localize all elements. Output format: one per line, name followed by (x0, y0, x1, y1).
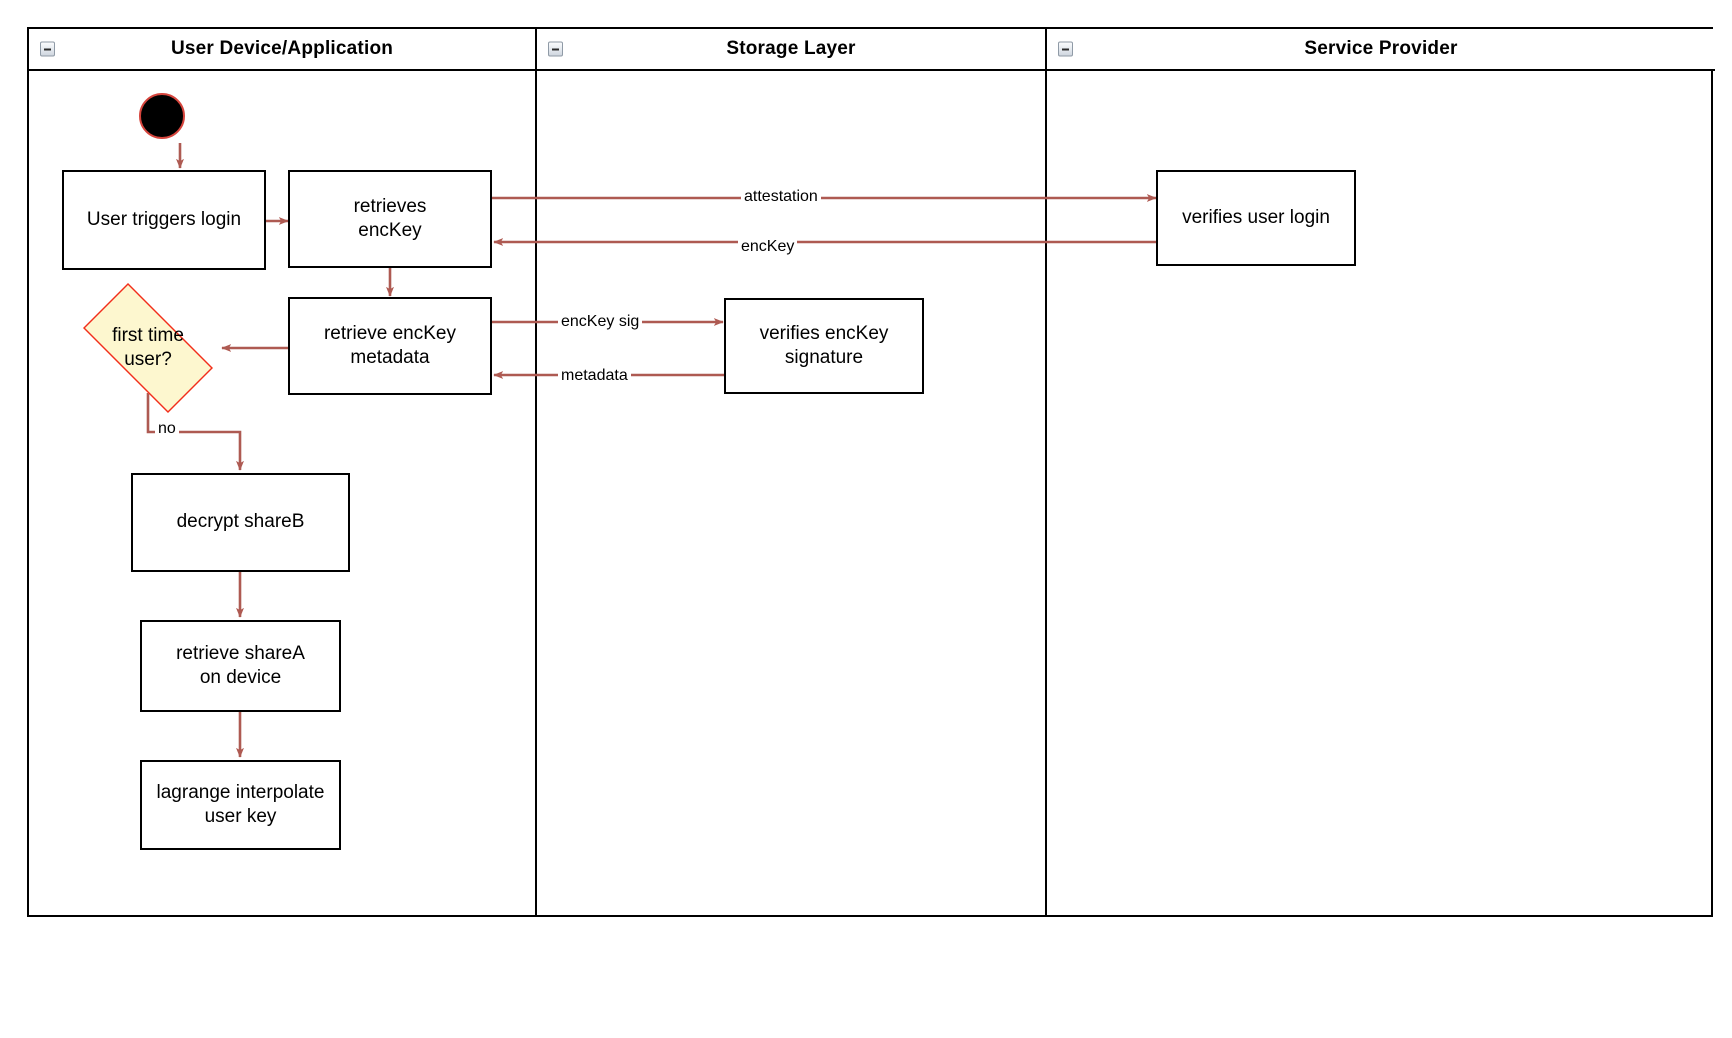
node-verifies-enckey-signature[interactable]: verifies encKey signature (724, 298, 924, 394)
swimlane-header-storage-layer[interactable]: Storage Layer (537, 29, 1045, 71)
swimlane-title-service-provider: Service Provider (1304, 38, 1458, 59)
edge-label-no: no (155, 421, 179, 437)
edge-label-metadata: metadata (558, 368, 631, 384)
swimlane-storage-layer[interactable]: Storage Layer (535, 29, 1045, 915)
collapse-minus-icon[interactable] (40, 41, 55, 57)
swimlane-user-device[interactable]: User Device/Application (29, 29, 535, 915)
edge-label-enckey-sig: encKey sig (558, 314, 643, 330)
node-user-triggers-login[interactable]: User triggers login (62, 170, 266, 270)
swimlane-header-service-provider[interactable]: Service Provider (1047, 29, 1715, 71)
decision-label: first time user? (112, 325, 184, 370)
start-node[interactable] (139, 93, 185, 139)
node-decrypt-shareb[interactable]: decrypt shareB (131, 473, 350, 572)
swimlane-title-user-device: User Device/Application (170, 38, 394, 59)
swimlane-service-provider[interactable]: Service Provider (1045, 29, 1715, 915)
swimlane-title-storage-layer: Storage Layer (726, 38, 856, 59)
node-verifies-user-login[interactable]: verifies user login (1156, 170, 1356, 266)
node-first-time-user[interactable]: first time user? (63, 283, 233, 413)
node-retrieve-enckey-metadata[interactable]: retrieve encKey metadata (288, 297, 492, 395)
node-lagrange-interpolate-user-key[interactable]: lagrange interpolate user key (140, 760, 341, 850)
node-retrieves-enckey[interactable]: retrieves encKey (288, 170, 492, 268)
node-retrieve-sharea-on-device[interactable]: retrieve shareA on device (140, 620, 341, 712)
collapse-minus-icon[interactable] (548, 41, 563, 57)
swimlane-header-user-device[interactable]: User Device/Application (29, 29, 535, 71)
edge-label-enckey: encKey (738, 239, 798, 255)
collapse-minus-icon[interactable] (1058, 41, 1073, 57)
edge-label-attestation: attestation (741, 189, 821, 205)
